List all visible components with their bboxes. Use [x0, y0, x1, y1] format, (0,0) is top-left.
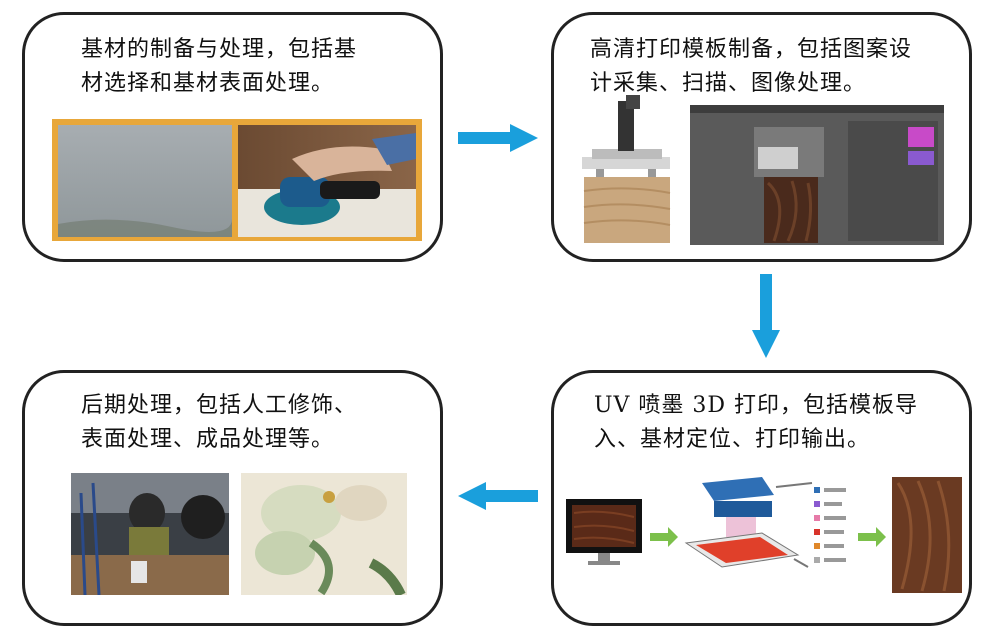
step3-text: UV 喷墨 3D 打印，包括模板导 入、基材定位、打印输出。	[594, 389, 954, 457]
step2-box: 高清打印模板制备，包括图案设 计采集、扫描、图像处理。	[551, 12, 972, 262]
step2-text: 高清打印模板制备，包括图案设 计采集、扫描、图像处理。	[590, 33, 970, 101]
step4-text: 后期处理，包括人工修饰、 表面处理、成品处理等。	[81, 389, 421, 457]
arrow-right	[458, 124, 538, 152]
step4-line2: 表面处理、成品处理等。	[81, 427, 335, 452]
step4-line1: 后期处理，包括人工修饰、	[81, 393, 358, 418]
print-process-images	[566, 477, 962, 593]
step1-text: 基材的制备与处理，包括基 材选择和基材表面处理。	[81, 33, 421, 101]
step1-box: 基材的制备与处理，包括基 材选择和基材表面处理。	[22, 12, 443, 262]
step2-line2: 计采集、扫描、图像处理。	[590, 71, 867, 96]
template-images	[582, 95, 944, 245]
arrow-down	[752, 274, 780, 358]
step1-line1: 基材的制备与处理，包括基	[81, 37, 358, 62]
substrate-images	[58, 125, 416, 237]
step3-line1: UV 喷墨 3D 打印，包括模板导	[594, 393, 919, 418]
arrow-left	[458, 482, 538, 510]
step3-box: UV 喷墨 3D 打印，包括模板导 入、基材定位、打印输出。	[551, 370, 972, 626]
step3-line2: 入、基材定位、打印输出。	[594, 427, 871, 452]
step1-line2: 材选择和基材表面处理。	[81, 71, 335, 96]
step4-box: 后期处理，包括人工修饰、 表面处理、成品处理等。	[22, 370, 443, 626]
post-process-images	[71, 473, 407, 595]
substrate-photo	[52, 119, 422, 241]
step2-line1: 高清打印模板制备，包括图案设	[590, 37, 913, 62]
